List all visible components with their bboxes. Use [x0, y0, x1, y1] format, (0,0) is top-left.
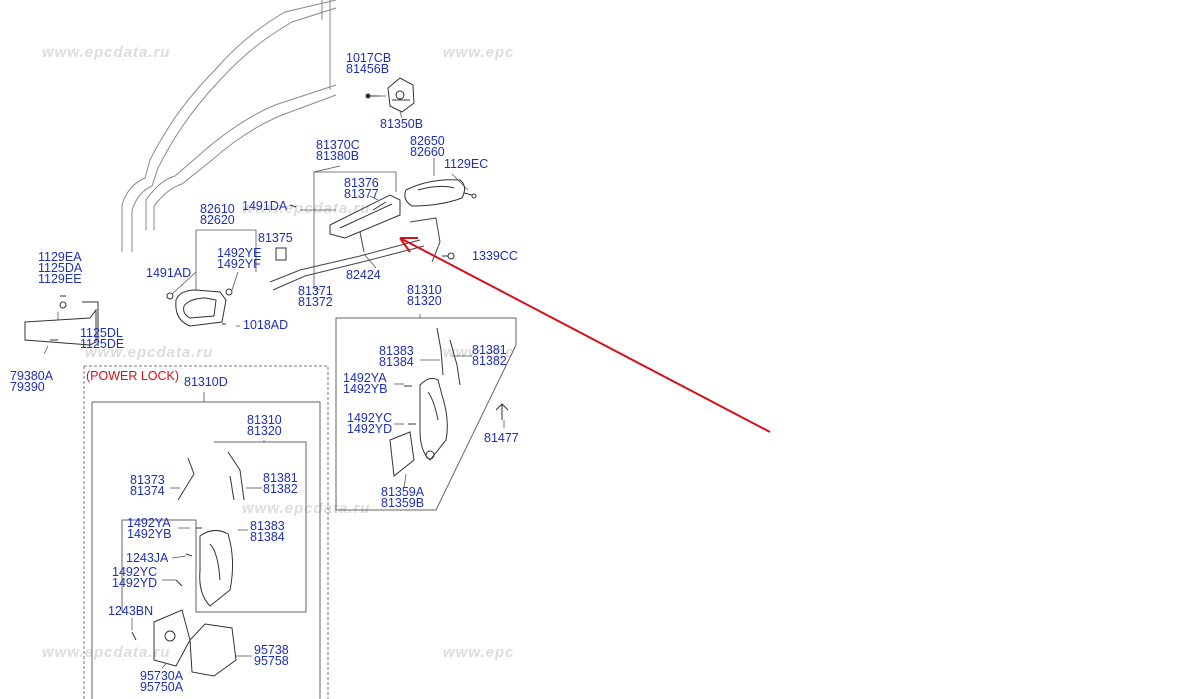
- power-lock-latch-frame: [121, 441, 307, 613]
- rod-part: [269, 217, 441, 291]
- part-label-1018ad: 1018AD: [243, 318, 289, 332]
- watermark: www.epc: [443, 344, 515, 361]
- power-lock-frame: [83, 365, 329, 699]
- part-label-1243ja: 1243JA: [126, 551, 169, 565]
- door-checker-part: [24, 295, 99, 346]
- part-label-81350b: 81350B: [380, 117, 424, 131]
- red-pointer-arrow: [399, 237, 771, 433]
- outside-handle-part: [404, 179, 477, 207]
- power-lock-inner-frame: [91, 401, 321, 699]
- part-label-82424: 82424: [346, 268, 381, 282]
- watermark: www.epcdata.ru: [42, 644, 171, 661]
- part-label-1129ec: 1129EC: [444, 157, 489, 171]
- part-label-1491da: 1491DA: [242, 199, 288, 213]
- power-latch-parts: [131, 451, 245, 677]
- part-label-81375: 81375: [258, 231, 293, 245]
- part-label-1243bn: 1243BN: [108, 604, 154, 618]
- part-label-81477: 81477: [484, 431, 519, 445]
- watermark: www.epc: [443, 644, 515, 661]
- inside-handle-part: [289, 194, 401, 239]
- watermark: www.epcdata.ru: [242, 200, 371, 217]
- latch-frame-outline: [335, 317, 517, 511]
- power-lock-title: (POWER LOCK): [86, 369, 180, 383]
- door-striker-part: [365, 77, 415, 113]
- watermark: www.epcdata.ru: [85, 344, 214, 361]
- bolt-part: [442, 252, 455, 260]
- door-inner-handle-part: [166, 288, 233, 327]
- rod-clip-part: [275, 247, 287, 261]
- leader-lines: [43, 95, 505, 669]
- watermark: www.epc: [443, 44, 515, 61]
- latch-assembly-part: [389, 327, 509, 477]
- door-frame-outline: [121, 0, 337, 252]
- watermark: www.epcdata.ru: [42, 44, 171, 61]
- part-label-1339cc: 1339CC: [472, 249, 518, 263]
- part-label-81310d: 81310D: [184, 375, 228, 389]
- part-label-1491ad: 1491AD: [146, 266, 192, 280]
